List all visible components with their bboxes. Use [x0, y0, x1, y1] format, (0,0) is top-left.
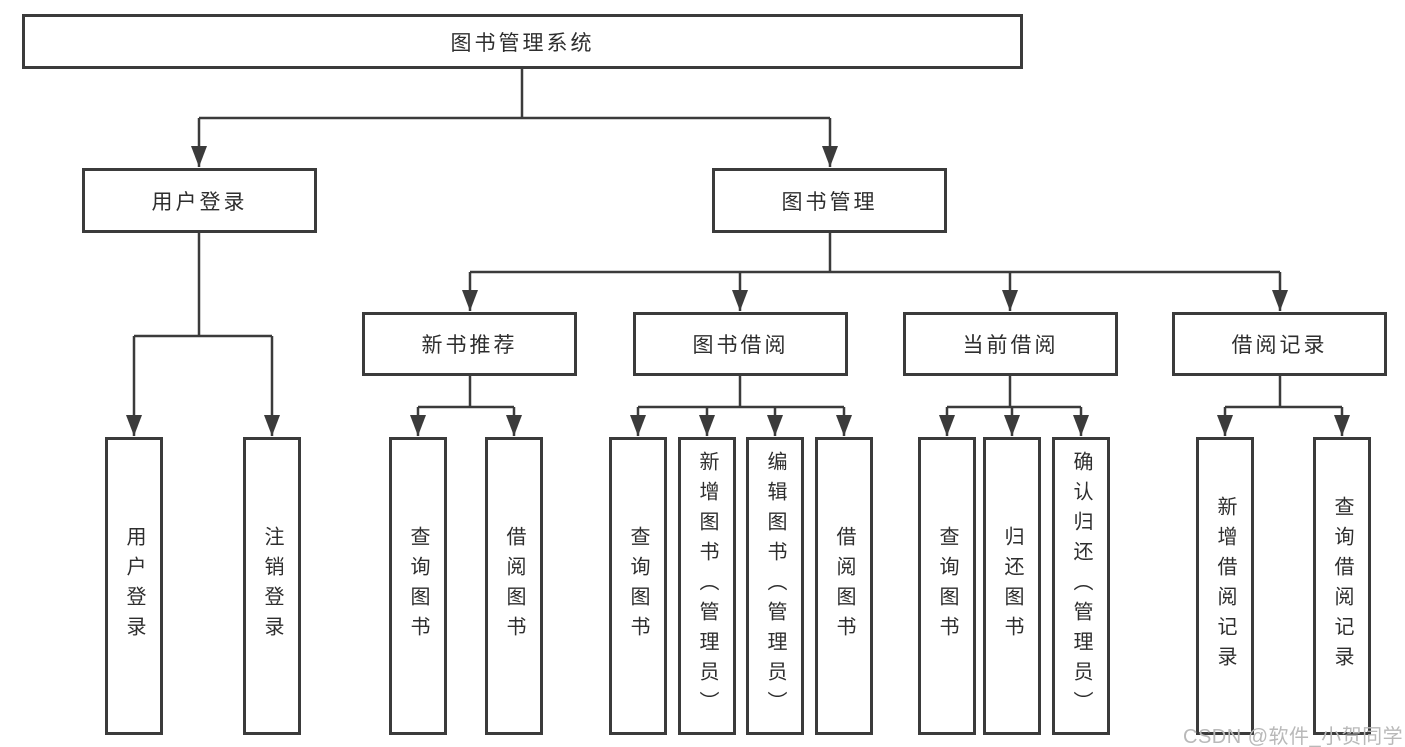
node-borrowing-records: 借阅记录: [1172, 312, 1387, 376]
node-label: 图书管理系统: [450, 31, 595, 55]
node-label: 用户登录: [151, 190, 248, 214]
node-new-book-recommend: 新书推荐: [362, 312, 577, 376]
edge-borrowing-records-trunk: [1225, 376, 1342, 409]
node-label: 用户登录: [123, 526, 145, 646]
node-label: 归还图书: [1001, 526, 1023, 646]
node-search-borrow-record: 查询借阅记录: [1313, 437, 1371, 735]
node-label: 新增图书（管理员）: [696, 451, 718, 721]
node-logout-action: 注销登录: [243, 437, 301, 735]
node-label: 借阅图书: [833, 526, 855, 646]
node-add-books-admin: 新增图书（管理员）: [678, 437, 736, 735]
node-label: 确认归还（管理员）: [1070, 451, 1092, 721]
node-label: 查询图书: [407, 526, 429, 646]
node-label: 编辑图书（管理员）: [764, 451, 786, 721]
node-return-books: 归还图书: [983, 437, 1041, 735]
edge-book-management-trunk: [470, 233, 1280, 274]
node-confirm-return-admin: 确认归还（管理员）: [1052, 437, 1110, 735]
node-user-login-action: 用户登录: [105, 437, 163, 735]
node-user-login: 用户登录: [82, 168, 317, 233]
node-label: 查询图书: [627, 526, 649, 646]
csdn-watermark: CSDN @软件_小贺同学: [1183, 726, 1404, 747]
node-edit-books-admin: 编辑图书（管理员）: [746, 437, 804, 735]
edge-user-login-trunk: [134, 233, 272, 338]
node-search-books-borrowing: 查询图书: [609, 437, 667, 735]
node-book-management: 图书管理: [712, 168, 947, 233]
node-book-borrowing: 图书借阅: [633, 312, 848, 376]
node-label: 图书借阅: [692, 334, 789, 357]
edge-current-borrowing-trunk: [947, 376, 1081, 409]
node-label: 查询图书: [936, 526, 958, 646]
node-label: 借阅图书: [503, 526, 525, 646]
node-search-books-recommend: 查询图书: [389, 437, 447, 735]
node-label: 注销登录: [261, 526, 283, 646]
node-search-books-current: 查询图书: [918, 437, 976, 735]
node-label: 图书管理: [781, 190, 878, 214]
node-label: 新增借阅记录: [1214, 496, 1236, 676]
edge-new-book-recommend-trunk: [418, 376, 514, 409]
node-add-borrow-record: 新增借阅记录: [1196, 437, 1254, 735]
node-label: 当前借阅: [962, 334, 1059, 357]
node-borrow-books-recommend: 借阅图书: [485, 437, 543, 735]
node-label: 借阅记录: [1231, 334, 1328, 357]
edge-root-trunk: [199, 69, 830, 120]
node-label: 新书推荐: [421, 334, 518, 357]
node-library-management-system: 图书管理系统: [22, 14, 1023, 69]
edge-book-borrowing-trunk: [638, 376, 844, 409]
node-current-borrowing: 当前借阅: [903, 312, 1118, 376]
node-label: 查询借阅记录: [1331, 496, 1353, 676]
node-borrow-books-borrowing: 借阅图书: [815, 437, 873, 735]
